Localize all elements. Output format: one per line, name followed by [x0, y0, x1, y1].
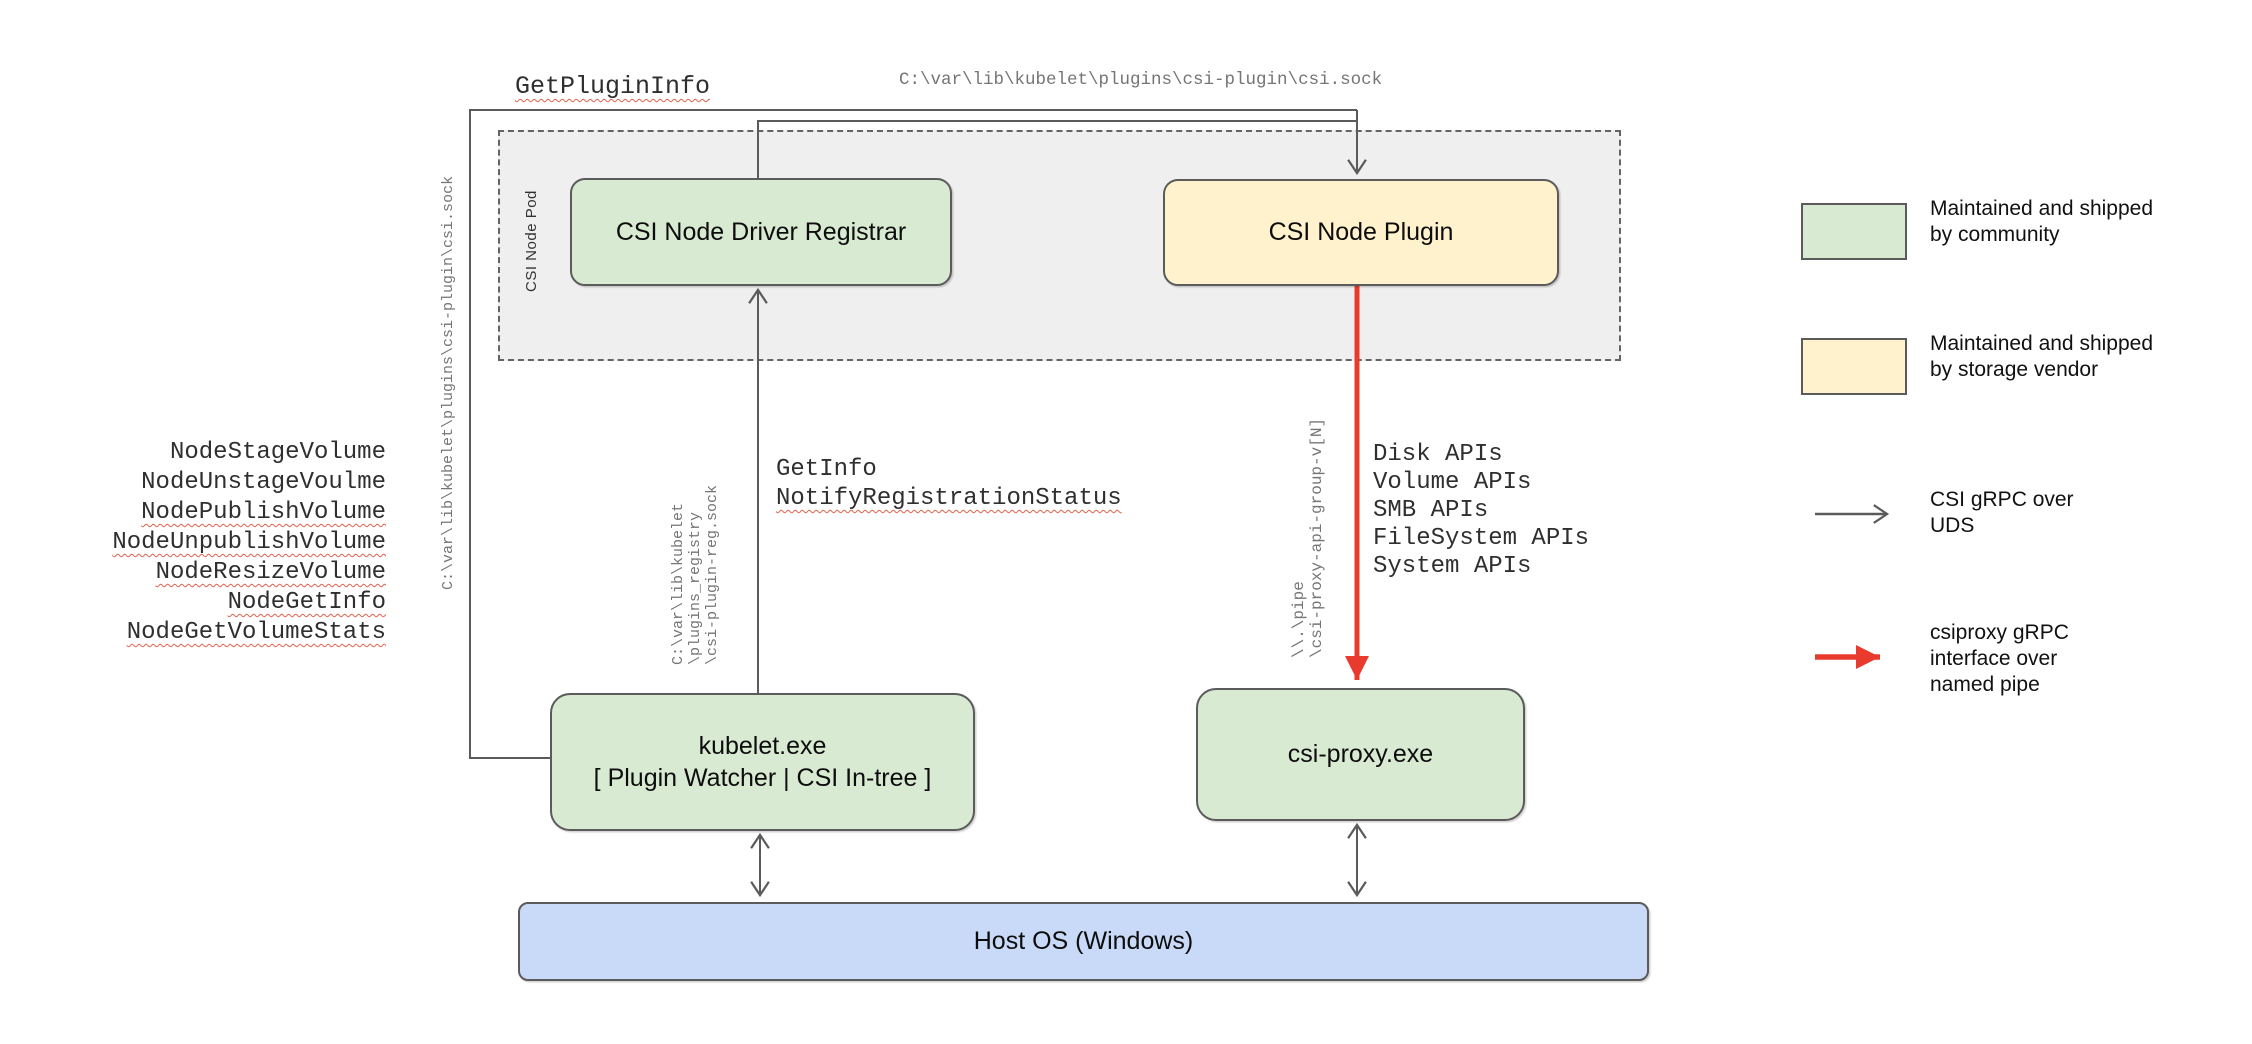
legend-label-line: UDS: [1930, 514, 1975, 537]
legend-label-named-pipe: csiproxy gRPC interface over named pipe: [1930, 620, 2069, 698]
csi-node-plugin-box: CSI Node Plugin: [1163, 179, 1559, 286]
node-rpc-call: NodeResizeVolume: [155, 559, 386, 586]
csi-node-pod-label: CSI Node Pod: [523, 190, 540, 292]
registration-sock-path-line: C:\var\lib\kubelet: [670, 502, 687, 665]
csiproxy-api-item: FileSystem APIs: [1373, 525, 1590, 552]
csi-node-driver-registrar-label: CSI Node Driver Registrar: [615, 217, 907, 246]
legend-label-community: Maintained and shipped by community: [1930, 196, 2153, 248]
registration-sock-path-line: \plugins_registry: [687, 511, 704, 665]
csiproxy-api-item: Disk APIs: [1373, 441, 1503, 468]
kubelet-label-line2: [ Plugin Watcher | CSI In-tree ]: [593, 764, 932, 792]
legend-label-line: interface over: [1930, 647, 2058, 670]
csi-node-driver-registrar-box: CSI Node Driver Registrar: [570, 178, 952, 286]
registration-sock-path-line: \csi-plugin-reg.sock: [704, 484, 721, 665]
legend-swatch-community: [1801, 203, 1907, 260]
named-pipe-path-line: \csi-proxy-api-group-v[N]: [1308, 417, 1326, 658]
legend-label-line: by community: [1930, 223, 2060, 246]
legend-swatch-vendor: [1801, 338, 1907, 395]
csi-sock-path-top-label: C:\var\lib\kubelet\plugins\csi-plugin\cs…: [899, 70, 1383, 90]
csi-proxy-box: csi-proxy.exe: [1196, 688, 1525, 821]
get-plugin-info-label: GetPluginInfo: [515, 72, 711, 101]
kubelet-label-line1: kubelet.exe: [698, 732, 827, 760]
notify-registration-status-label: NotifyRegistrationStatus: [776, 485, 1122, 512]
legend-label-line: Maintained and shipped: [1930, 332, 2154, 355]
csi-sock-path-left-label: C:\var\lib\kubelet\plugins\csi-plugin\cs…: [440, 175, 457, 590]
node-rpc-call: NodeUnstageVoulme: [141, 469, 386, 496]
named-pipe-path-line: \\.\pipe: [1290, 581, 1308, 658]
node-rpc-call: NodePublishVolume: [141, 499, 386, 526]
get-info-label: GetInfo: [776, 456, 877, 483]
legend-label-line: csiproxy gRPC: [1930, 621, 2069, 644]
node-rpc-call: NodeUnpublishVolume: [112, 529, 386, 556]
legend-label-line: CSI gRPC over: [1930, 488, 2074, 511]
host-os-label: Host OS (Windows): [973, 927, 1194, 955]
legend-label-vendor: Maintained and shipped by storage vendor: [1930, 331, 2153, 383]
csi-node-plugin-label: CSI Node Plugin: [1268, 218, 1454, 246]
node-rpc-call: NodeStageVolume: [169, 439, 386, 466]
named-pipe-path-label: \\.\pipe\csi-proxy-api-group-v[N]: [1290, 418, 1326, 658]
node-rpc-call: NodeGetInfo: [227, 589, 386, 616]
legend-label-line: named pipe: [1930, 673, 2040, 696]
node-rpc-call: NodeGetVolumeStats: [126, 619, 386, 646]
registration-sock-path-label: C:\var\lib\kubelet\plugins_registry\csi-…: [670, 485, 721, 665]
csiproxy-api-item: Volume APIs: [1373, 469, 1532, 496]
kubelet-box: kubelet.exe [ Plugin Watcher | CSI In-tr…: [550, 693, 975, 831]
legend-label-line: by storage vendor: [1930, 358, 2099, 381]
host-os-box: Host OS (Windows): [518, 902, 1649, 981]
csiproxy-api-item: System APIs: [1373, 553, 1532, 580]
csiproxy-api-item: SMB APIs: [1373, 497, 1489, 524]
legend-label-line: Maintained and shipped: [1930, 197, 2154, 220]
csi-proxy-label: csi-proxy.exe: [1287, 740, 1434, 768]
